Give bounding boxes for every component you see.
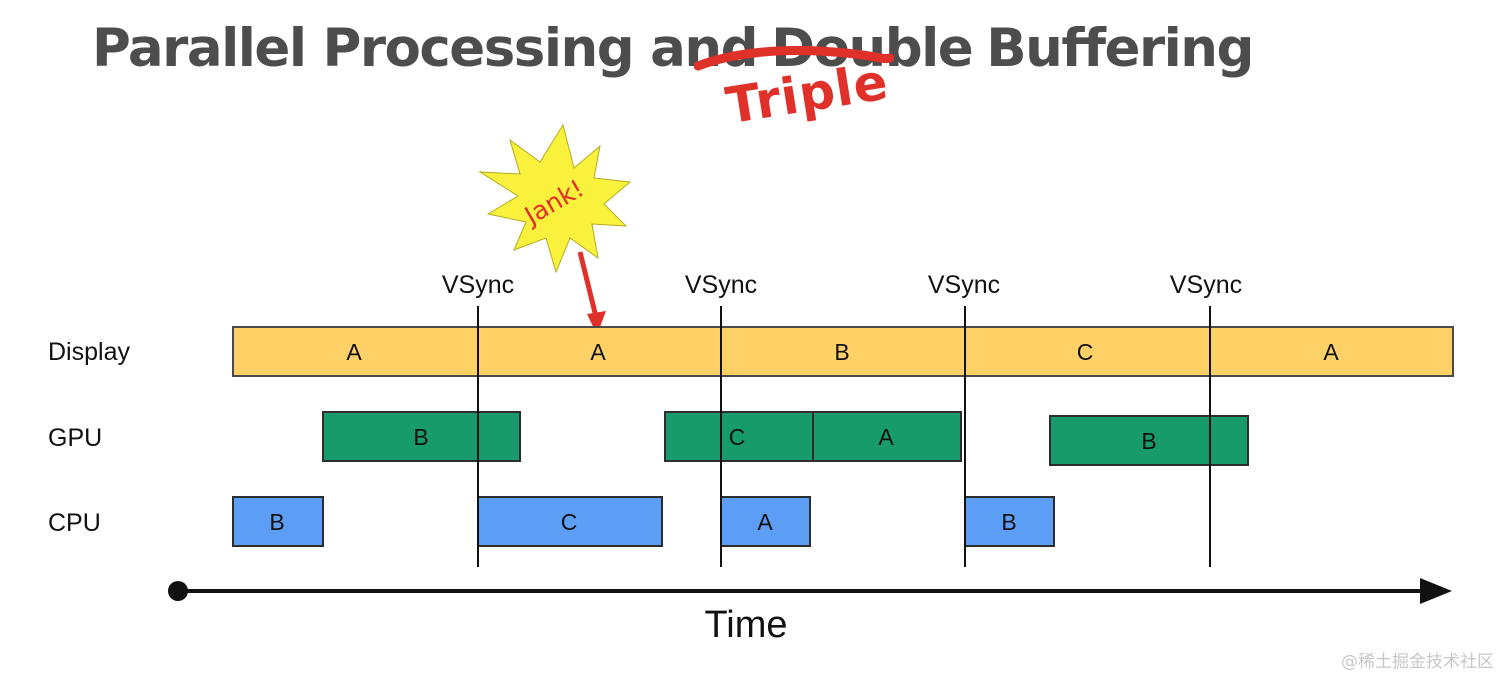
vsync-label: VSync: [1170, 271, 1242, 299]
gpu-frame-label: A: [878, 424, 894, 450]
display-frame-label: A: [346, 339, 362, 365]
watermark: @稀土掘金技术社区: [1341, 647, 1494, 672]
cpu-frame-label: C: [561, 509, 578, 535]
cpu-frame-label: B: [1001, 509, 1016, 535]
cpu-row: B C A B: [233, 497, 1054, 546]
time-axis: Time: [168, 578, 1452, 646]
display-frame-label: C: [1077, 339, 1094, 365]
row-label-gpu: GPU: [48, 424, 102, 452]
cpu-frame-label: A: [757, 509, 773, 535]
display-row: A A B C A: [233, 327, 1453, 376]
gpu-row: B C A B: [323, 412, 1248, 465]
gpu-frame-label: B: [413, 424, 428, 450]
vsync-label: VSync: [442, 271, 514, 299]
display-frame-label: B: [834, 339, 849, 365]
gpu-frame-label: B: [1141, 428, 1156, 454]
vsync-label: VSync: [928, 271, 1000, 299]
vsync-label: VSync: [685, 271, 757, 299]
time-axis-arrow-icon: [1420, 578, 1452, 604]
row-label-cpu: CPU: [48, 509, 101, 537]
display-frame-label: A: [590, 339, 606, 365]
gpu-frame-label: C: [729, 424, 746, 450]
row-label-display: Display: [48, 338, 130, 366]
display-frame-label: A: [1323, 339, 1339, 365]
jank-arrow: [580, 252, 597, 321]
time-axis-label: Time: [704, 604, 787, 646]
cpu-frame-label: B: [269, 509, 284, 535]
